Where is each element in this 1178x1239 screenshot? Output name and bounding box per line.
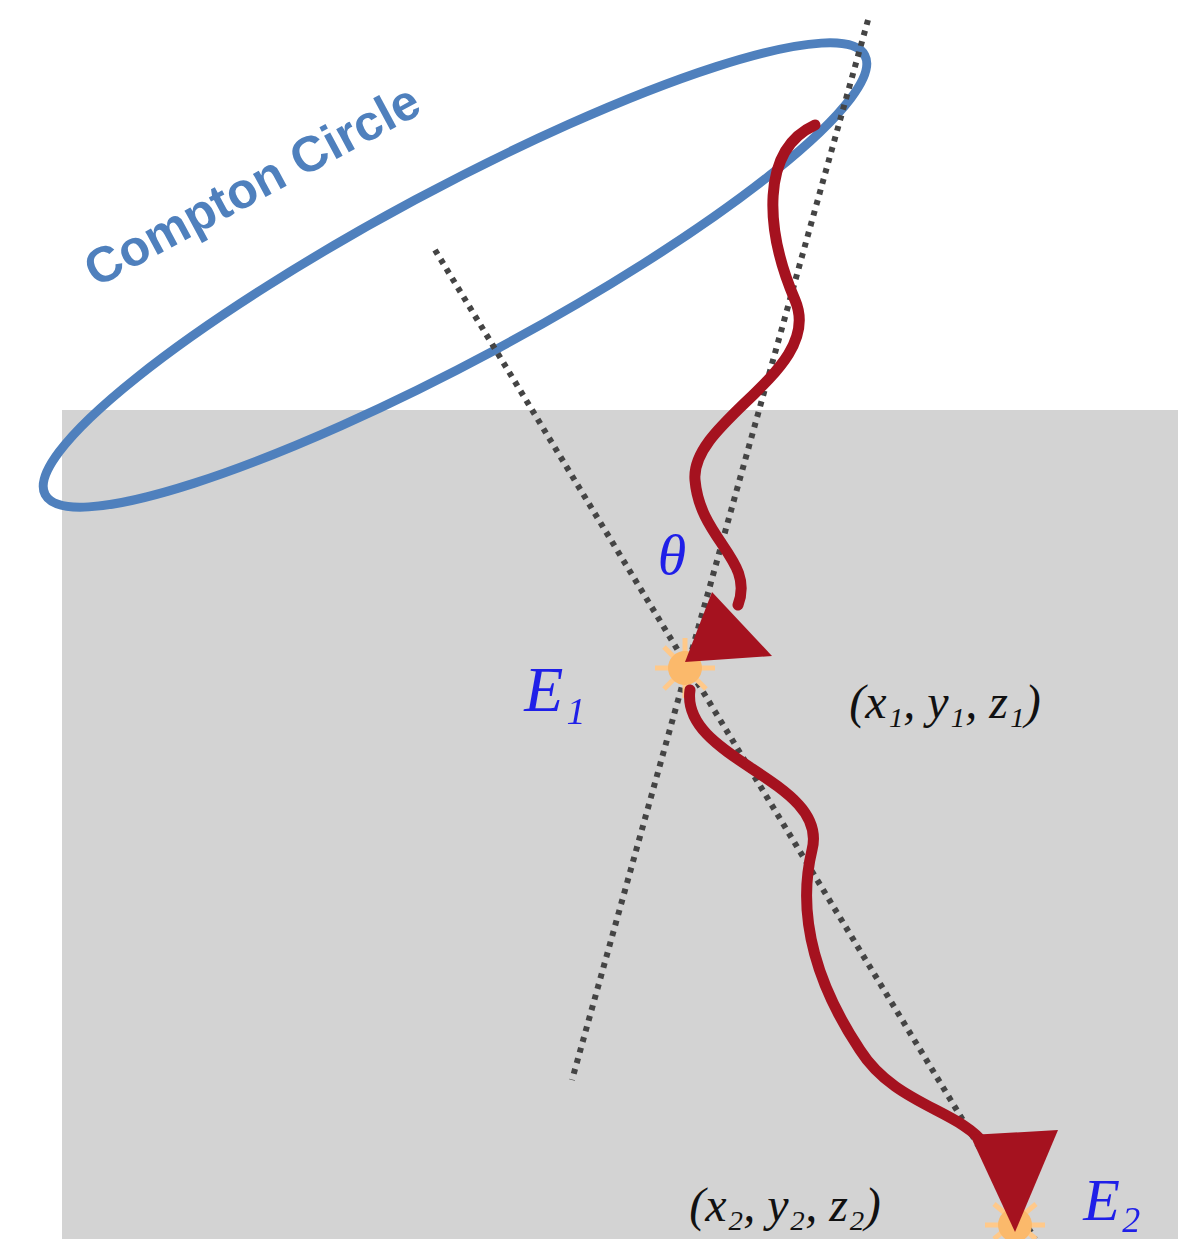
energy-label: E₂ <box>1083 1170 1141 1230</box>
angle-symbol: θ <box>658 526 687 584</box>
detector-volume <box>62 410 1178 1239</box>
coordinate-label: (x₁, y₁, z₁) <box>849 678 1040 726</box>
arrowhead <box>970 1130 1058 1232</box>
incident-axis <box>572 20 868 1080</box>
scatter-axis <box>435 250 1035 1239</box>
compton-circle <box>5 0 905 570</box>
circle-label: Compton Circle <box>76 75 428 295</box>
coordinate-label: (x₂, y₂, z₂) <box>689 1181 880 1229</box>
incident-photon <box>695 125 815 605</box>
energy-label: E₁ <box>524 658 585 722</box>
arrowhead <box>685 592 772 662</box>
scattered-photon <box>690 690 985 1145</box>
